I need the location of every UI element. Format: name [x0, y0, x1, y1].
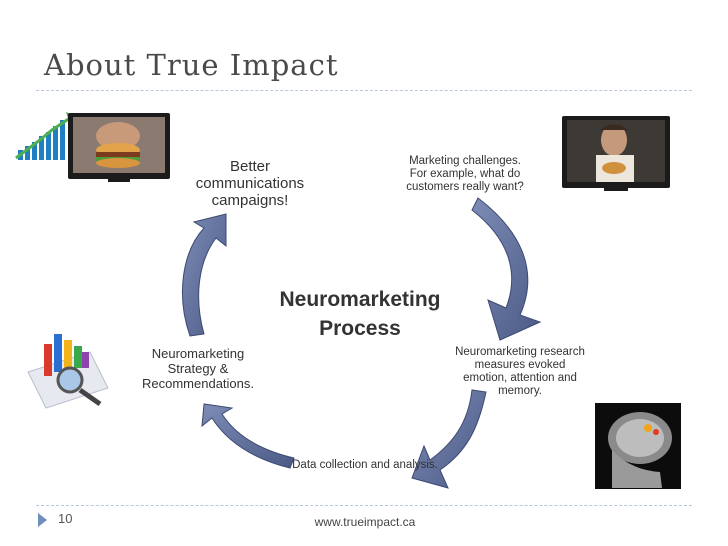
footer-url: www.trueimpact.ca	[314, 515, 416, 529]
footer-divider	[36, 505, 692, 506]
step-line: Neuromarketing	[151, 346, 245, 361]
step-better-campaigns: Better communications campaigns!	[180, 158, 320, 209]
center-title-line: Neuromarketing	[279, 288, 441, 311]
center-title-line: Process	[319, 317, 401, 340]
step-line: customers really want?	[406, 181, 524, 193]
title-divider	[36, 90, 692, 91]
step-line: Neuromarketing research	[455, 346, 585, 358]
tv-burger-eater-image	[68, 113, 170, 182]
step-line: Marketing challenges.	[409, 155, 521, 167]
step-line: Data collection and analysis.	[292, 459, 438, 471]
cycle-arrow-bottom-left	[201, 403, 295, 469]
cycle-arrow-bottom-right	[411, 389, 487, 489]
step-line: For example, what do	[409, 168, 521, 180]
slide-title: About True Impact	[44, 48, 339, 82]
brain-mri-image	[595, 403, 681, 489]
step-line: Recommendations.	[142, 376, 254, 391]
growth-chart-icon	[15, 112, 76, 160]
bar-chart-magnifier-icon	[27, 334, 109, 409]
step-line: measures evoked	[474, 359, 566, 371]
step-line: memory.	[498, 385, 542, 397]
step-line: communications	[195, 175, 305, 192]
step-marketing-challenges: Marketing challenges. For example, what …	[395, 155, 535, 194]
tv-man-eating-image	[562, 116, 670, 191]
page-number: 10	[58, 511, 73, 526]
step-line: Better	[229, 158, 271, 175]
step-data-collection: Data collection and analysis.	[280, 459, 450, 472]
cycle-arrow-top-left	[181, 213, 227, 337]
step-line: emotion, attention and	[463, 372, 577, 384]
step-line: Strategy &	[167, 361, 229, 376]
step-line: campaigns!	[211, 192, 289, 209]
step-neuromarketing-research: Neuromarketing research measures evoked …	[440, 346, 600, 398]
cycle-arrow-top-right	[471, 197, 542, 341]
slide-bullet-icon	[38, 513, 47, 527]
step-strategy-recommendations: Neuromarketing Strategy & Recommendation…	[128, 346, 268, 391]
diagram-center-title: Neuromarketing Process	[260, 285, 460, 343]
